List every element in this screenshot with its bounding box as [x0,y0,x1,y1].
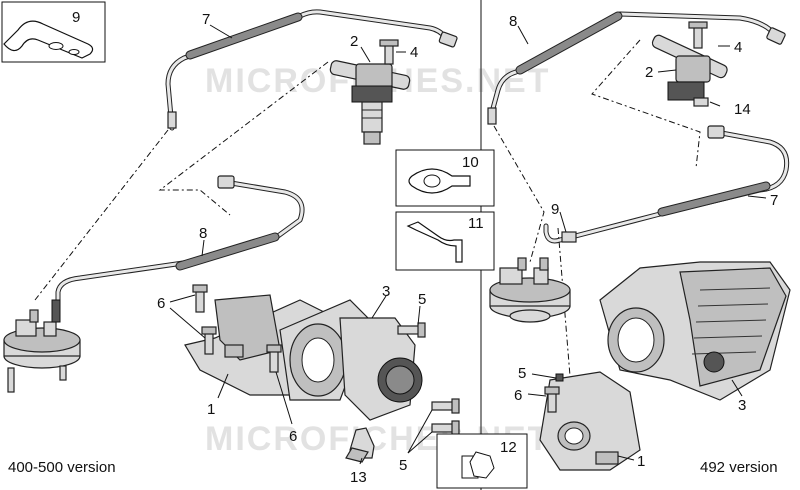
hose-8-right [487,11,786,125]
callout-4-right: 4 [734,39,742,56]
connector-line-right-1 [591,39,701,169]
bolts-left [192,284,460,436]
connector-line-left-1 [158,61,329,216]
callout-8-left: 8 [199,225,207,242]
inset-box-part-11: 11 [395,211,495,271]
callout-3-right: 3 [738,397,746,414]
callout-5-left-top: 5 [418,291,426,308]
hose-7-right [543,125,790,244]
bracket-13 [345,427,375,463]
intake-manifold-right [539,371,641,471]
hose-8-left [55,175,305,303]
fuel-pump-left [3,299,81,393]
version-label-left: 400-500 version [8,459,116,476]
connector-line-left-2 [34,129,169,301]
throttle-body-right [599,261,791,401]
callout-5-right: 5 [518,365,526,382]
callout-5-left-bottom: 5 [399,457,407,474]
injector-assembly-left [329,39,411,145]
fuel-pump-right [489,257,571,323]
inset-box-part-10: 10 [395,149,495,207]
callout-7-right: 7 [770,192,778,209]
callout-11-box: 11 [468,215,484,232]
callout-2-right: 2 [645,64,653,81]
callout-4-left: 4 [410,44,418,61]
hose-7-left [165,9,458,131]
callout-3-left: 3 [382,283,390,300]
callout-8-right: 8 [509,13,517,30]
injector-assembly-right [651,21,728,107]
inset-box-part-9: 9 [1,1,106,63]
callout-12-box: 12 [500,439,517,456]
inset-box-part-12: 12 [436,433,528,489]
callout-13: 13 [350,469,367,486]
callout-9-right: 9 [551,201,559,218]
callout-7-left: 7 [202,11,210,28]
callout-6-right: 6 [514,387,522,404]
callout-2-left: 2 [350,33,358,50]
callout-1-left: 1 [207,401,215,418]
callout-1-right: 1 [637,453,645,470]
connector-line-right-2 [493,125,545,263]
callout-9-box: 9 [72,9,80,26]
callout-6-left: 6 [157,295,165,312]
callout-10-box: 10 [462,154,479,171]
callout-6-left-bottom: 6 [289,428,297,445]
callout-14: 14 [734,101,751,118]
version-label-right: 492 version [700,459,778,476]
throttle-body-left [184,294,423,421]
